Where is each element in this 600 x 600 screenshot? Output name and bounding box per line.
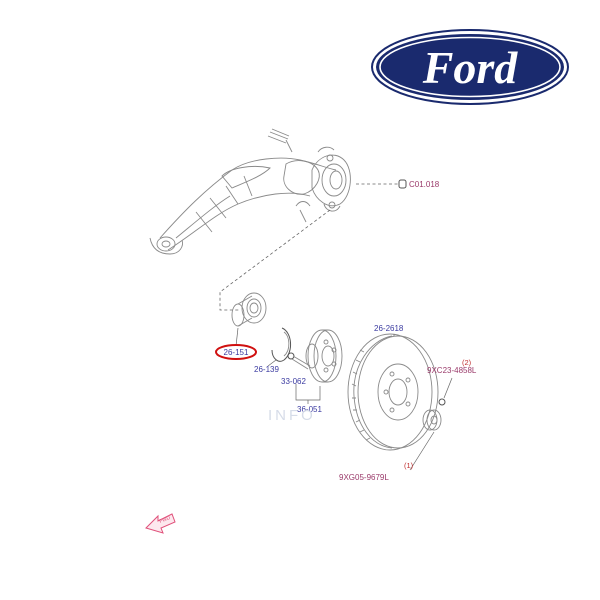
brake-disc-label: 26-2618 (374, 324, 404, 333)
hub-label: 36-051 (297, 405, 322, 414)
bolt-qty: (2) (462, 358, 472, 367)
brake-disc (347, 333, 439, 451)
wheel-stud-label: 33-062 (281, 377, 306, 386)
snap-ring-label: 26-139 (254, 365, 279, 374)
ref-arm-label: C01.018 (409, 180, 440, 189)
nut-qty: (1) (404, 461, 414, 470)
bearing-highlight-ring (215, 344, 257, 360)
hub-nut (409, 409, 442, 471)
hub-bracket (295, 384, 321, 404)
wheel-hub (305, 329, 343, 383)
nut-label: 9XG05-9679L (339, 473, 389, 482)
ford-logo: Ford (371, 29, 569, 105)
assembly-dashed-line (219, 209, 331, 311)
watermark: INFO (268, 407, 316, 424)
ref-arm-callout: C01.018 (356, 179, 440, 189)
bearing-callout: 26-151 (215, 327, 257, 360)
front-arrow-label: FWD (159, 515, 172, 525)
bearing-label: 26-151 (224, 348, 249, 357)
bolt-label: 9XC23-4858L (427, 366, 477, 375)
wheel-stud (287, 352, 311, 370)
snap-ring (271, 327, 291, 362)
suspension-arm (149, 128, 351, 255)
front-arrow-icon: FWD (145, 513, 176, 534)
wheel-bearing (231, 292, 267, 327)
ford-logo-text: Ford (422, 42, 519, 93)
retaining-screw (438, 377, 453, 406)
